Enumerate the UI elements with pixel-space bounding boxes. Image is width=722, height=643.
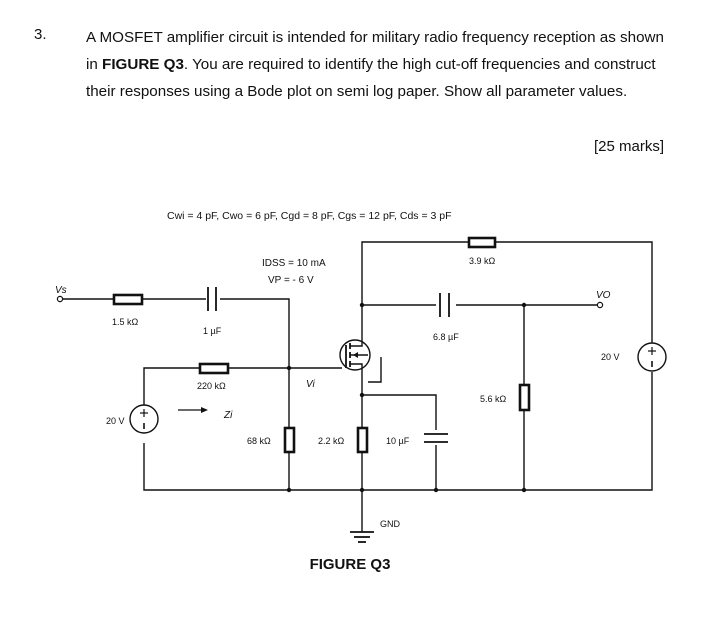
- right-voltage-source: [637, 342, 667, 372]
- ground-icon: [350, 531, 374, 543]
- r-drain-label: 3.9 kΩ: [469, 256, 496, 266]
- question-text-post: . You are required to identify the high …: [86, 56, 656, 100]
- vs-label: Vs: [55, 285, 67, 296]
- wire-ground-bus: [143, 372, 653, 491]
- wire-bypass: [362, 394, 437, 430]
- resistor-2k2: [356, 426, 369, 454]
- r-source-res-label: 2.2 kΩ: [318, 436, 345, 446]
- r-bias-label: 68 kΩ: [247, 436, 271, 446]
- capacitance-list: Cwi = 4 pF, Cwo = 6 pF, Cgd = 8 pF, Cgs …: [167, 210, 452, 222]
- r-gate-label: 220 kΩ: [197, 381, 226, 391]
- c-bypass-label: 10 µF: [386, 436, 410, 446]
- r-load-label: 5.6 kΩ: [480, 394, 507, 404]
- vo-label: VO: [596, 290, 611, 301]
- wire-c1-gate-node: [220, 298, 290, 430]
- c-output-label: 6.8 µF: [433, 332, 459, 342]
- wire-drain-top: [361, 241, 469, 305]
- zi-label: Zi: [223, 410, 233, 421]
- question-number: 3.: [34, 26, 47, 43]
- r-source-label: 1.5 kΩ: [112, 317, 139, 327]
- figure-caption: FIGURE Q3: [309, 556, 391, 573]
- wire-body: [368, 357, 382, 383]
- vp-label: VP = - 6 V: [268, 275, 314, 286]
- resistor-3k9: [467, 236, 497, 249]
- question-text: A MOSFET amplifier circuit is intended f…: [86, 24, 676, 105]
- zi-arrow-icon: [178, 407, 208, 413]
- v-right-label: 20 V: [601, 352, 620, 362]
- vo-terminal: [596, 301, 604, 309]
- mosfet-symbol: [339, 305, 371, 372]
- wire-top-right: [495, 241, 653, 343]
- vs-terminal: [56, 295, 64, 303]
- gnd-label: GND: [380, 519, 401, 529]
- resistor-1k5: [112, 293, 144, 306]
- marks-label: [25 marks]: [593, 138, 664, 155]
- resistor-68k: [283, 426, 296, 454]
- v-left-label: 20 V: [106, 416, 125, 426]
- resistor-220k: [198, 362, 230, 375]
- figure-reference: FIGURE Q3: [102, 56, 184, 73]
- c-input-label: 1 µF: [203, 326, 222, 336]
- idss-label: IDSS = 10 mA: [262, 258, 326, 269]
- resistor-5k6: [518, 383, 531, 412]
- left-voltage-source: [129, 404, 159, 434]
- question-text-pre: A MOSFET amplifier circuit is intended f…: [86, 29, 664, 73]
- vi-label: Vi: [306, 379, 315, 390]
